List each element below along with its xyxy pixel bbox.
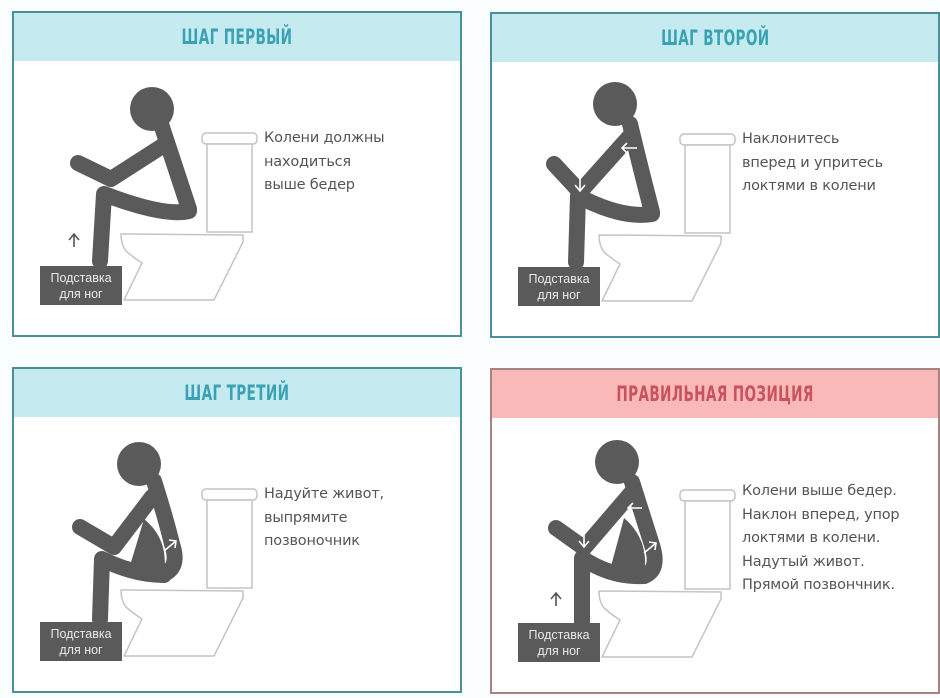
footstool-line: для ног (59, 286, 103, 301)
left-arrow-icon (620, 142, 637, 154)
sitting-figure-illustration (546, 82, 736, 302)
step-description: Колени должны находиться выше бедер (264, 127, 464, 198)
description-line: выпрямите (264, 509, 348, 526)
description-line: Наклонитесь (742, 131, 840, 147)
step-description: Колени выше бедер. Наклон вперед, упор л… (742, 480, 940, 598)
footstool-line: Подставка (50, 270, 112, 285)
footstool-label: Подставка для ног (40, 266, 122, 305)
panel-header: ШАГ ПЕРВЫЙ (14, 13, 460, 61)
description-line: позвоночник (264, 533, 360, 549)
left-arrow-icon (146, 548, 161, 560)
panel-title: ШАГ ПЕРВЫЙ (181, 25, 293, 49)
up-arrow-icon (68, 232, 80, 247)
description-line: Колени должны (264, 130, 385, 146)
footstool-line: для ног (59, 642, 103, 657)
panel-step-one: ШАГ ПЕРВЫЙ Подставка для ног Колени долж… (12, 11, 462, 337)
head (130, 87, 174, 131)
footstool-line: Подставка (528, 627, 590, 642)
description-line: Надуйте живот, (264, 486, 384, 502)
footstool-line: для ног (537, 643, 581, 658)
head (593, 82, 637, 126)
diagonal-arrow-icon (163, 539, 177, 552)
description-line: Колени выше бедер. (742, 483, 897, 499)
down-arrow-icon (574, 176, 586, 193)
panel-step-three: ШАГ ТРЕТИЙ Подставка для ног Надуйте жив… (12, 367, 462, 693)
left-arrow-icon (627, 550, 642, 562)
description-line: Надутый живот. (742, 553, 865, 570)
panel-title: ПРАВИЛЬНАЯ ПОЗИЦИЯ (616, 382, 814, 406)
panel-correct-position: ПРАВИЛЬНАЯ ПОЗИЦИЯ Подставка для ног Кол… (490, 368, 940, 694)
panel-title: ШАГ ТРЕТИЙ (184, 381, 290, 405)
left-arrow-icon (626, 502, 642, 514)
footstool-line: Подставка (50, 626, 112, 641)
description-line: Прямой позвончник. (742, 577, 895, 593)
up-arrow-icon (550, 591, 562, 606)
description-line: находиться (264, 153, 351, 170)
footstool-label: Подставка для ног (518, 623, 600, 662)
description-line: локтями в колени. (742, 530, 881, 546)
diagonal-arrow-icon (643, 541, 657, 554)
sitting-figure-illustration (68, 87, 258, 301)
description-line: выше бедер (264, 177, 355, 193)
panel-step-two: ШАГ ВТОРОЙ Подставка для ног Наклонитесь… (490, 12, 940, 338)
description-line: Наклон вперед, упор (742, 506, 900, 523)
panel-header: ШАГ ВТОРОЙ (492, 14, 938, 62)
head (117, 442, 161, 486)
panel-title: ШАГ ВТОРОЙ (660, 26, 770, 50)
description-line: вперед и упритесь (742, 154, 883, 171)
step-description: Наклонитесь вперед и упритесь локтями в … (742, 128, 940, 199)
panel-header: ПРАВИЛЬНАЯ ПОЗИЦИЯ (492, 370, 938, 418)
footstool-label: Подставка для ног (518, 267, 600, 306)
footstool-label: Подставка для ног (40, 622, 122, 661)
down-arrow-icon (578, 532, 590, 549)
panel-header: ШАГ ТРЕТИЙ (14, 369, 460, 417)
sitting-figure-illustration (548, 440, 736, 658)
step-description: Надуйте живот, выпрямите позвоночник (264, 483, 464, 554)
footstool-line: для ног (537, 287, 581, 302)
sitting-figure-illustration (72, 442, 258, 657)
footstool-line: Подставка (528, 271, 590, 286)
description-line: локтями в колени (742, 178, 876, 194)
head (595, 440, 639, 484)
